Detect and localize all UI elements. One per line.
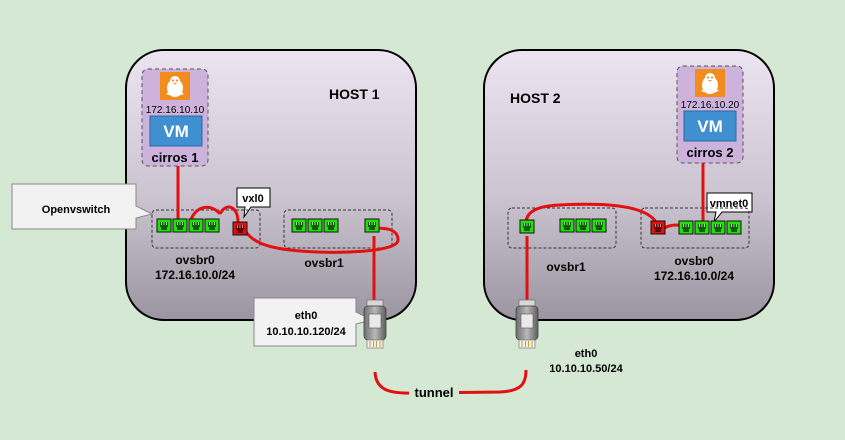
vxlan-port-icon xyxy=(232,221,248,236)
ethernet-port-icon xyxy=(575,218,591,233)
host2-eth0-name: eth0 xyxy=(575,348,598,360)
vm1-ip: 172.16.10.10 xyxy=(146,105,205,116)
tunnel-label-bg xyxy=(409,384,459,401)
host1-eth0-name: eth0 xyxy=(295,310,318,322)
ethernet-port-icon xyxy=(591,218,607,233)
ethernet-port-icon xyxy=(559,218,575,233)
ethernet-port-icon xyxy=(188,218,204,233)
vm2-badge xyxy=(683,110,737,142)
host1-ovsbr0-subnet: 172.16.10.0/24 xyxy=(155,268,235,282)
ethernet-port-icon xyxy=(710,220,726,235)
rj45-plug-icon xyxy=(515,299,539,349)
host2-ovsbr0-name: ovsbr0 xyxy=(674,254,714,268)
vxlan-port-icon xyxy=(650,220,666,235)
host1-title: HOST 1 xyxy=(329,86,380,102)
ethernet-port-icon xyxy=(204,218,220,233)
host2-wires xyxy=(524,163,705,300)
ethernet-port-icon xyxy=(291,218,307,233)
linux-tux-icon xyxy=(695,69,725,97)
host2-ovsbr0-box xyxy=(640,207,750,249)
openvswitch-label: Openvswitch xyxy=(42,204,111,216)
vmnet0-label: vmnet0 xyxy=(710,198,749,210)
ethernet-port-icon xyxy=(323,218,339,233)
host2-ovsbr1-name: ovsbr1 xyxy=(546,260,586,274)
vm2-label: VM xyxy=(697,117,723,136)
host2-ovsbr1-box xyxy=(507,207,617,249)
ethernet-port-icon xyxy=(678,220,694,235)
ethernet-port-icon xyxy=(694,220,710,235)
host2-eth0-ip: 10.10.10.50/24 xyxy=(549,363,623,375)
vm1-name: cirros 1 xyxy=(152,150,199,165)
host1-eth0-ip: 10.10.10.120/24 xyxy=(266,326,346,338)
vm2-name: cirros 2 xyxy=(687,145,734,160)
tunnel-label: tunnel xyxy=(415,385,454,400)
host1-ovsbr0-name: ovsbr0 xyxy=(175,253,215,267)
host1-eth0-callout xyxy=(253,297,374,347)
ethernet-port-icon xyxy=(519,219,535,234)
vxl0-label: vxl0 xyxy=(242,193,263,205)
host2-ovsbr0-subnet: 172.16.10.0/24 xyxy=(654,269,734,283)
vmnet0-callout xyxy=(706,192,753,223)
host1-wires xyxy=(176,166,400,300)
host2-title: HOST 2 xyxy=(510,90,561,106)
ethernet-port-icon xyxy=(307,218,323,233)
host1-ovsbr1-name: ovsbr1 xyxy=(304,256,344,270)
ethernet-port-icon xyxy=(156,218,172,233)
vm1-label: VM xyxy=(163,122,189,141)
ethernet-port-icon xyxy=(172,218,188,233)
vm1-badge xyxy=(149,115,203,147)
vxl0-callout xyxy=(236,187,271,219)
vm2-ip: 172.16.10.20 xyxy=(681,100,740,111)
openvswitch-callout xyxy=(11,183,154,230)
linux-tux-icon xyxy=(160,72,190,100)
host1-ovsbr0-box xyxy=(151,209,261,249)
rj45-plug-icon xyxy=(363,299,387,349)
ethernet-port-icon xyxy=(364,218,380,233)
ethernet-port-icon xyxy=(726,220,742,235)
